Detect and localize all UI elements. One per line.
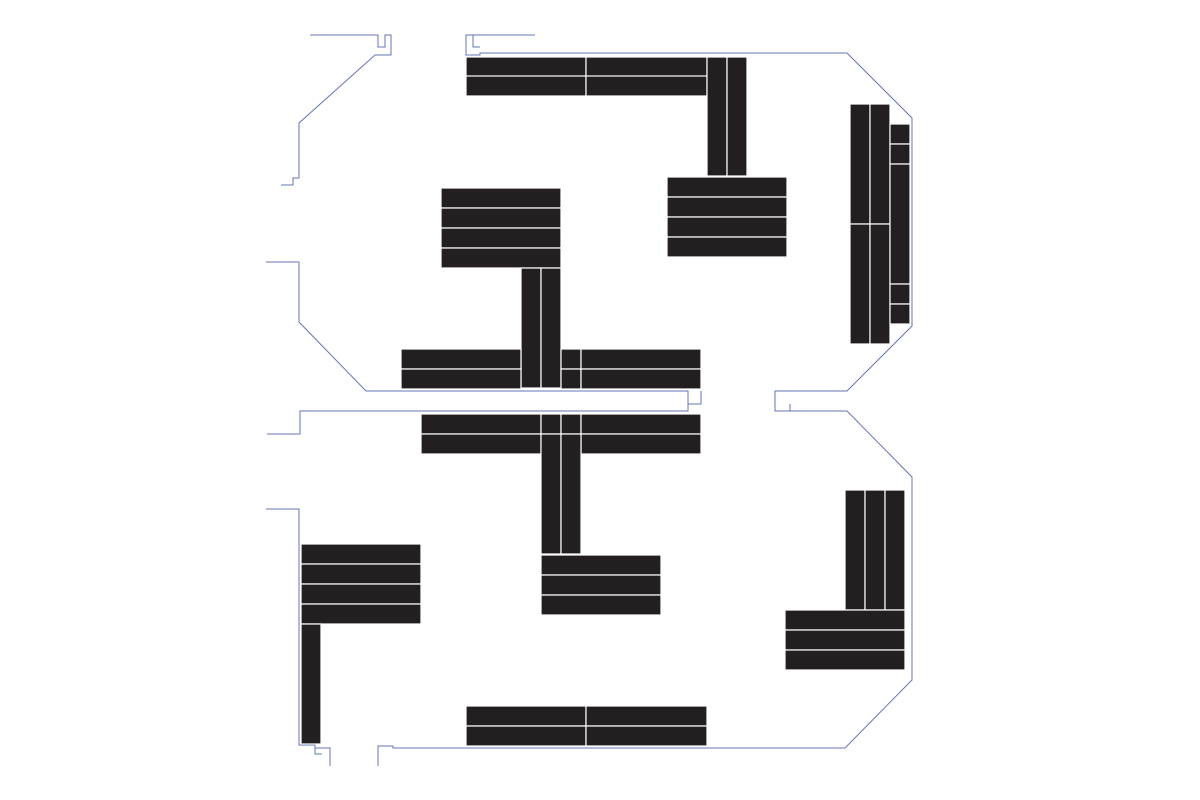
- walls-layer: [266, 34, 913, 766]
- upper-bottom-cluster: [400, 348, 702, 390]
- desk-block: [400, 348, 522, 370]
- desk-block: [440, 247, 562, 269]
- desk-block: [465, 725, 587, 747]
- upper-room-outline-top-left: [281, 34, 392, 186]
- lower-right-cluster: [784, 489, 906, 671]
- desk-block: [666, 216, 788, 238]
- desk-block: [560, 368, 582, 390]
- desk-block: [666, 176, 788, 198]
- desk-block: [849, 223, 871, 345]
- desk-block: [300, 563, 422, 585]
- desk-block: [300, 623, 322, 745]
- desk-block: [400, 368, 522, 390]
- desk-block: [849, 103, 871, 225]
- desk-block: [884, 489, 906, 611]
- desk-block: [540, 267, 562, 389]
- desk-block: [540, 594, 662, 616]
- desk-block: [580, 368, 702, 390]
- desk-block: [585, 56, 708, 78]
- desk-block: [420, 413, 542, 435]
- lower-bottom-cluster: [465, 705, 708, 747]
- lower-top-cluster: [420, 413, 702, 616]
- lower-room-outline-left: [266, 508, 331, 766]
- desk-block: [706, 56, 728, 177]
- desk-block: [540, 554, 662, 576]
- desk-block: [520, 267, 542, 389]
- desk-block: [540, 433, 562, 555]
- desk-block: [889, 163, 911, 285]
- desk-block: [580, 413, 702, 435]
- upper-top-cluster: [465, 56, 788, 258]
- desks-layer: [300, 56, 911, 747]
- desk-block: [889, 123, 911, 145]
- desk-block: [889, 143, 911, 165]
- desk-block: [666, 236, 788, 258]
- upper-left-center-cluster: [440, 187, 562, 389]
- desk-block: [889, 283, 911, 305]
- desk-block: [540, 574, 662, 596]
- desk-block: [560, 433, 582, 555]
- desk-block: [465, 75, 587, 97]
- upper-room-outline-right: [465, 34, 913, 412]
- upper-right-wall-cluster: [849, 103, 911, 345]
- desk-block: [864, 489, 886, 611]
- desk-block: [585, 705, 708, 727]
- lower-room-outline-main: [267, 404, 689, 435]
- desk-block: [869, 103, 891, 225]
- desk-block: [560, 413, 582, 435]
- desk-block: [440, 227, 562, 249]
- upper-room-outline-main: [266, 261, 702, 405]
- desk-block: [580, 348, 702, 370]
- lower-door-jamb: [314, 748, 322, 755]
- desk-block: [300, 543, 422, 565]
- desk-block: [784, 609, 906, 631]
- desk-block: [440, 207, 562, 229]
- desk-block: [465, 56, 587, 78]
- desk-block: [585, 725, 708, 747]
- desk-block: [540, 413, 562, 435]
- desk-block: [440, 187, 562, 209]
- desk-block: [726, 56, 748, 177]
- upper-door-jamb-left: [472, 35, 480, 48]
- desk-block: [844, 489, 866, 611]
- desk-block: [869, 223, 891, 345]
- desk-block: [784, 629, 906, 651]
- desk-block: [889, 303, 911, 325]
- lower-room-outline-right: [377, 410, 913, 766]
- lower-left-cluster: [300, 543, 422, 745]
- desk-block: [585, 75, 708, 97]
- desk-block: [420, 433, 542, 455]
- desk-block: [300, 583, 422, 605]
- desk-block: [560, 348, 582, 370]
- desk-block: [580, 433, 702, 455]
- desk-block: [465, 705, 587, 727]
- desk-block: [300, 603, 422, 625]
- desk-block: [784, 649, 906, 671]
- desk-block: [666, 196, 788, 218]
